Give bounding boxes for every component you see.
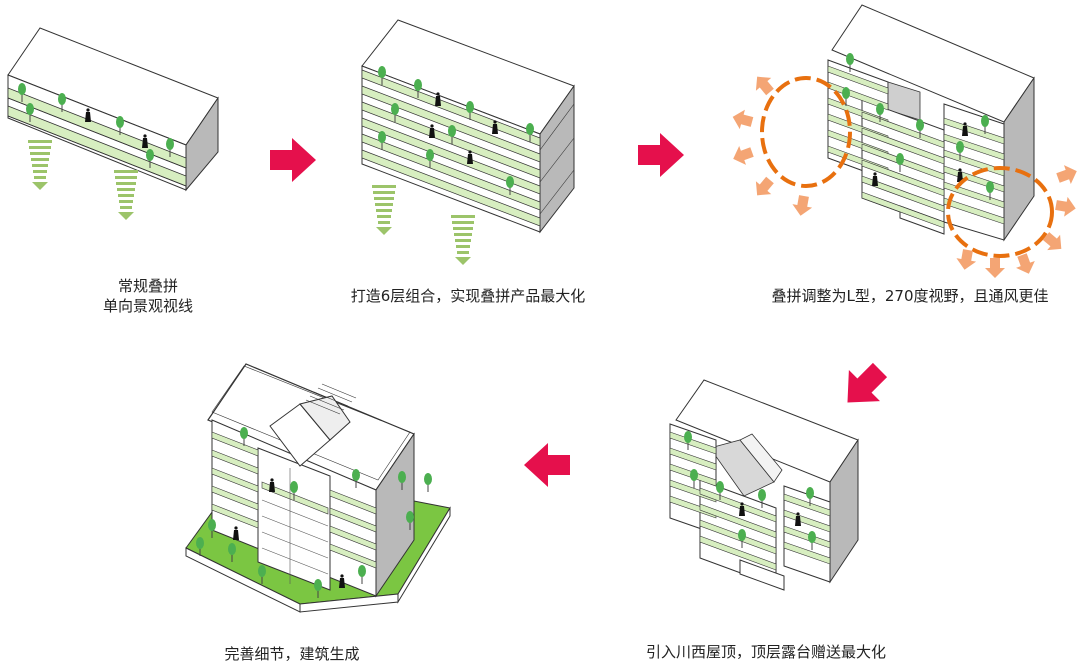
step-5-caption: 完善细节，建筑生成 (202, 644, 382, 664)
sightline-arrow-1 (28, 140, 52, 190)
sightline-arrow-4 (451, 215, 475, 265)
step-1-caption-line-1: 常规叠拼 (117, 277, 178, 295)
sightline-arrow-3 (372, 185, 396, 235)
step-2-caption: 打造6层组合，实现叠拼产品最大化 (318, 286, 618, 306)
step-5-building (185, 363, 451, 613)
step-4-caption: 引入川西屋顶，顶层露台赠送最大化 (616, 642, 916, 662)
step-4-building (669, 379, 859, 591)
step-1-caption-line-2: 单向景观视线 (102, 297, 193, 315)
step-3-caption-line-1: 叠拼调整为L型，270度视野，且通风更佳 (771, 287, 1049, 305)
step-3-building (827, 4, 1035, 242)
sightline-arrow-2 (114, 170, 138, 220)
step-1-caption: 常规叠拼 单向景观视线 (58, 276, 238, 316)
flow-arrow-1 (270, 138, 316, 182)
flow-arrow-4 (524, 443, 570, 487)
flow-arrow-3 (831, 354, 896, 419)
step-4-caption-line-1: 引入川西屋顶，顶层露台赠送最大化 (645, 643, 886, 661)
ventilation-rings (760, 76, 1054, 258)
step-2-caption-line-1: 打造6层组合，实现叠拼产品最大化 (350, 287, 586, 305)
step-1-building (7, 27, 219, 192)
step-3-caption: 叠拼调整为L型，270度视野，且通风更佳 (745, 286, 1075, 306)
flow-arrow-2 (638, 133, 684, 177)
step-2-building (361, 19, 575, 234)
step-5-caption-line-1: 完善细节，建筑生成 (224, 645, 360, 663)
